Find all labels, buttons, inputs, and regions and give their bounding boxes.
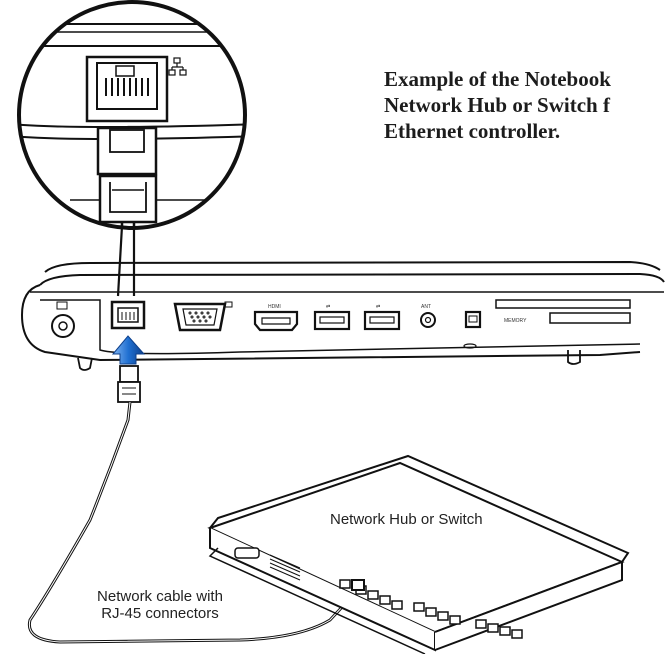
rj45-plug-magnified — [96, 126, 158, 224]
lan-port — [110, 300, 146, 330]
caption-line-3: Ethernet controller. — [384, 119, 561, 143]
svg-text:⇄: ⇄ — [376, 304, 380, 310]
port-labels: HDMI ANT MEMORY ⇄ ⇄ — [268, 304, 527, 324]
caption-line-2: Network Hub or Switch f — [384, 93, 610, 117]
cable-label-line-1: Network cable with — [97, 588, 223, 605]
svg-text:⇄: ⇄ — [326, 304, 330, 310]
small-port — [464, 310, 482, 329]
svg-text:MEMORY: MEMORY — [504, 318, 527, 324]
card-slots — [495, 299, 631, 324]
usb-port-2 — [363, 310, 401, 331]
network-hub — [207, 454, 630, 655]
hdmi-port — [253, 310, 299, 332]
insert-arrow — [111, 335, 146, 365]
magnifier-callout — [17, 0, 247, 230]
cable-label-line-2: RJ-45 connectors — [101, 605, 219, 622]
usb-port-1 — [313, 310, 351, 331]
svg-text:HDMI: HDMI — [268, 304, 281, 310]
antenna-jack — [420, 312, 436, 328]
network-port-icon — [168, 57, 187, 76]
notebook — [20, 260, 665, 371]
hub-label: Network Hub or Switch — [330, 511, 483, 528]
hub-power-socket — [234, 547, 260, 559]
rj45-plug-laptop — [117, 365, 141, 403]
hub-vents — [269, 554, 301, 581]
hub-ports — [339, 579, 523, 639]
vga-port — [173, 301, 233, 332]
svg-text:ANT: ANT — [421, 304, 431, 310]
caption-line-1: Example of the Notebook — [384, 67, 611, 91]
power-jack — [51, 301, 75, 338]
cable-label: Network cable with RJ-45 connectors — [60, 588, 260, 622]
rj45-plug-hub — [351, 579, 365, 591]
caption: Example of the Notebook Network Hub or S… — [384, 66, 665, 144]
